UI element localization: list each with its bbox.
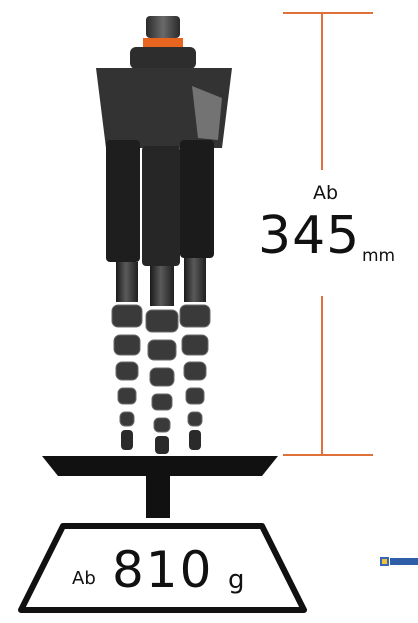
height-value: 345 (258, 206, 361, 266)
weight-value: 810 (112, 541, 214, 599)
weight-prefix: Ab (72, 568, 96, 589)
stamp-icon (380, 557, 418, 566)
weight-unit: g (228, 565, 245, 595)
height-prefix: Ab (313, 182, 339, 204)
height-unit: mm (362, 246, 396, 266)
